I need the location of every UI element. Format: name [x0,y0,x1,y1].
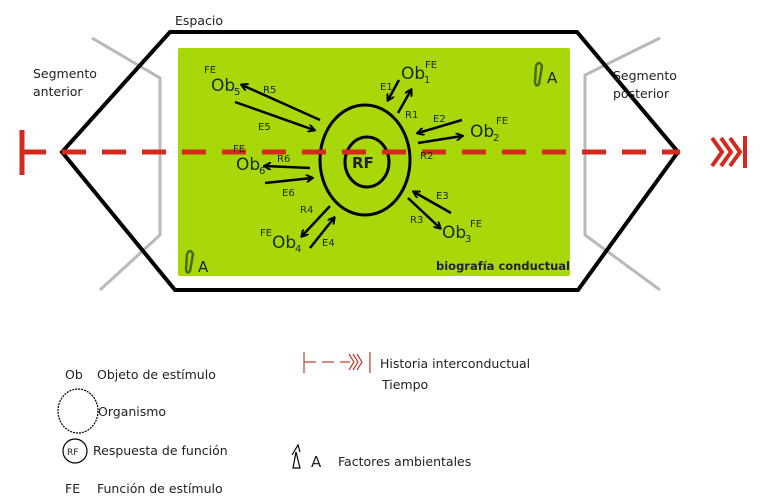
legend: Ob Objeto de estímulo Organismo RF Respu… [57,352,530,496]
arrow-r6 [265,166,311,168]
legend-environment-icon [291,443,301,469]
space-label: Espacio [175,13,223,28]
organism-ellipse [318,103,412,217]
legend-organism-text: Organismo [98,404,166,419]
svg-text:4: 4 [295,244,301,255]
svg-text:E4: E4 [322,238,335,249]
legend-ob-abbr: Ob [65,367,83,382]
svg-text:E1: E1 [380,82,393,93]
svg-text:Ob: Ob [272,233,296,253]
legend-fe-text: Función de estímulo [97,481,223,496]
legend-organism-icon [57,388,99,434]
svg-text:Ob: Ob [442,223,466,243]
svg-text:5: 5 [234,87,240,98]
posterior-segment-label-1: Segmento [613,68,677,83]
svg-text:1: 1 [424,75,430,86]
legend-rf-text: Respuesta de función [93,443,228,458]
svg-text:Ob: Ob [401,64,425,84]
arrow-e3 [414,192,452,215]
behavioral-field [178,48,570,276]
svg-text:2: 2 [493,133,499,144]
svg-text:A: A [547,69,558,87]
function-response-circle [343,135,391,189]
arrow-e6 [264,178,312,185]
legend-env-text: Factores ambientales [338,454,471,469]
anterior-segment-label-1: Segmento [33,66,97,81]
svg-text:E6: E6 [282,188,295,199]
svg-text:FE: FE [425,60,437,71]
svg-text:Ob: Ob [211,76,235,96]
svg-text:E2: E2 [433,114,446,125]
legend-ob-text: Objeto de estímulo [97,367,216,382]
anterior-segment-label-2: anterior [33,84,83,99]
svg-text:R3: R3 [410,215,423,226]
arrow-e2 [418,118,463,133]
arrow-e1 [388,79,401,100]
stimulus-object-1: Ob 1 FE E1 R1 [380,60,437,121]
svg-text:3: 3 [465,234,471,245]
legend-rf-icon [62,438,88,464]
svg-text:FE: FE [204,65,216,76]
svg-text:R1: R1 [405,110,418,121]
interaction-arrows [234,79,463,249]
arrow-e4 [309,218,334,249]
legend-env-letter: A [311,453,322,471]
arrow-e5 [234,100,314,130]
svg-text:R6: R6 [277,154,290,165]
svg-text:E5: E5 [258,122,271,133]
svg-text:6: 6 [259,166,265,177]
stimulus-object-4: Ob 4 FE E4 R4 [260,205,335,255]
svg-text:A: A [198,258,209,276]
svg-text:E3: E3 [436,191,449,202]
timeline-end-chevrons [710,136,747,168]
svg-text:R2: R2 [420,151,433,162]
arrow-r3 [407,197,440,228]
svg-text:Ob: Ob [236,155,260,175]
biography-label: biografía conductual [436,259,570,273]
legend-time-text: Tiempo [381,377,428,392]
stimulus-object-6: Ob 6 FE E6 R6 [233,144,295,199]
svg-text:Ob: Ob [470,122,494,142]
svg-text:FE: FE [233,144,245,155]
svg-text:FE: FE [470,219,482,230]
stimulus-object-2: Ob 2 FE E2 R2 [420,114,508,162]
svg-text:FE: FE [496,116,508,127]
posterior-segment-bracket [583,36,661,292]
legend-timeline-icon [303,352,371,373]
arrow-r4 [302,205,331,236]
legend-fe-abbr: FE [65,481,80,496]
environment-icon: A [184,249,209,276]
stimulus-object-3: Ob 3 FE E3 R3 [410,191,482,245]
svg-text:R4: R4 [300,205,313,216]
environment-icon: A [533,61,558,87]
anterior-segment-bracket [91,36,162,292]
legend-history-text: Historia interconductual [380,356,530,371]
arrow-r1 [396,90,411,114]
stimulus-object-5: Ob 5 FE E5 R5 [204,65,276,133]
posterior-segment-label-2: posterior [613,86,670,101]
legend-rf-abbr: RF [67,448,78,458]
arrow-r2 [417,136,462,145]
svg-text:R5: R5 [263,85,276,96]
svg-text:FE: FE [260,228,272,239]
rf-label: RF [352,154,374,172]
arrow-r5 [242,85,321,122]
